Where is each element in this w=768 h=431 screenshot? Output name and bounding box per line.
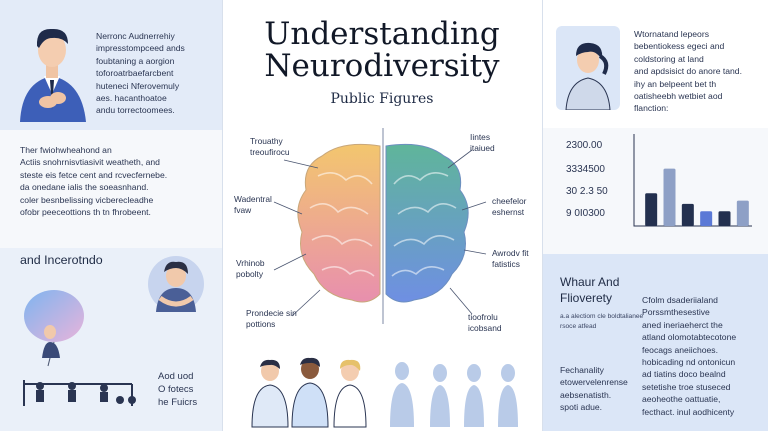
- brain-label-left-3: Vrhinob pobolty: [236, 258, 265, 279]
- chart-bar: [663, 168, 676, 226]
- divider-left: [222, 0, 223, 431]
- playground-illustration: [23, 380, 136, 406]
- chart-bar: [718, 211, 731, 226]
- public-figures-illustration: [251, 357, 518, 428]
- left-mid-text: Ther fwiohwheahond an Actiis snohrnisvti…: [20, 145, 168, 218]
- right-bottom-small-text: a.a alectiom cle boldtalianee rsoce atfe…: [560, 313, 644, 330]
- right-top-panel: Wtornatand lepeors bebentiokess egeci an…: [542, 0, 768, 128]
- right-top-text: Wtornatand lepeors bebentiokess egeci an…: [634, 29, 742, 114]
- center-panel: Understanding Neurodiversity Public Figu…: [222, 0, 542, 431]
- right-bottom-panel: Whaur And Flioverety a.a alectiom cle bo…: [542, 254, 768, 431]
- brain-label-right-2: cheefelor eshernst: [492, 196, 527, 217]
- left-mid-panel: Ther fwiohwheahond an Actiis snohrnisvti…: [0, 130, 222, 248]
- hugging-figure-illustration: [148, 256, 204, 312]
- left-top-text: Nerronc Audnerrehiy impresstompceed ands…: [96, 31, 185, 116]
- figure-silhouettes: [390, 362, 518, 427]
- chart-axis: [633, 134, 752, 227]
- right-bottom-col2-text: Cfolm dsaderiialand Porssmthesestive ane…: [642, 295, 737, 417]
- y-tick-label: 9 0I0300: [566, 208, 605, 219]
- woman-avatar-illustration: [556, 26, 620, 110]
- left-bottom-panel: Autism Awarensand and Incerotndo Aod u: [0, 248, 222, 431]
- right-mid-panel: 2300.00 3334500 30 2.3 50 9 0I0300: [542, 128, 768, 254]
- divider-right: [542, 0, 543, 431]
- right-bottom-heading: Whaur And Flioverety: [560, 275, 620, 305]
- figure-1: [251, 359, 289, 428]
- businessman-illustration: [20, 28, 86, 122]
- chart-bar: [681, 203, 694, 226]
- y-tick-label: 30 2.3 50: [566, 186, 608, 197]
- main-title-line-2: Neurodiversity: [264, 48, 500, 84]
- chart-bar: [736, 200, 749, 226]
- left-bottom-caption: Aod uod O fotecs he Fuicrs: [158, 371, 198, 408]
- figure-3: [333, 359, 367, 428]
- figure-2: [291, 357, 329, 428]
- balloon-illustration: [24, 290, 84, 367]
- brain-label-left-2: Wadentral fvaw: [234, 194, 272, 215]
- brain-label-left-1: Trouathy treoufirocu: [250, 136, 290, 157]
- right-bottom-col1-text: Fechanality etowervelenrense aebsenatist…: [560, 365, 628, 413]
- main-title-line-1: Understanding: [264, 16, 500, 52]
- chart-bar: [645, 193, 658, 226]
- autism-heading: Autism Awarensand and Incerotndo: [20, 248, 129, 267]
- y-tick-label: 3334500: [566, 164, 605, 175]
- brain-illustration: [273, 128, 487, 324]
- brain-label-right-4: tioofrolu icobsand: [468, 312, 502, 333]
- brain-label-left-4: Prondecie sin pottions: [246, 308, 297, 329]
- bar-chart: 2300.00 3334500 30 2.3 50 9 0I0300: [566, 134, 752, 227]
- chart-bar: [700, 211, 713, 226]
- y-tick-label: 2300.00: [566, 140, 603, 151]
- brain-label-right-3: Awrodv fit fatistics: [492, 248, 529, 269]
- main-subtitle: Public Figures: [330, 91, 434, 107]
- brain-label-right-1: Iintes itaiued: [470, 132, 495, 153]
- left-top-panel: Nerronc Audnerrehiy impresstompceed ands…: [0, 0, 222, 130]
